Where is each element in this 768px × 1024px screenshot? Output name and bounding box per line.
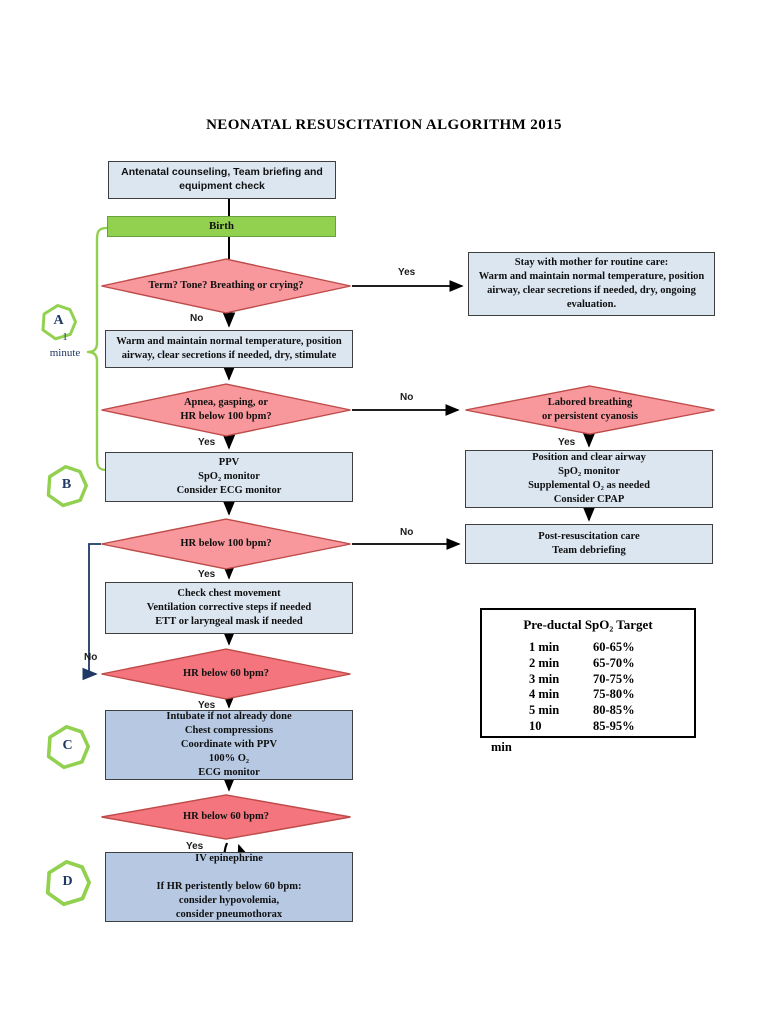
edge-label-term-no: No	[190, 313, 204, 324]
decision-hr-below-60-second: HR below 60 bpm?	[100, 794, 352, 840]
spo2-overflow-min-label: min	[491, 740, 512, 754]
decision-hr-below-100: HR below 100 bpm?	[100, 518, 352, 570]
step-marker-d: D	[44, 860, 91, 907]
node-birth: Birth	[107, 216, 336, 237]
node-antenatal-counseling: Antenatal counseling, Team briefing and …	[108, 161, 336, 199]
node-warm-maintain: Warm and maintain normal temperature, po…	[105, 330, 353, 368]
decision-labored-breathing: Labored breathing or persistent cyanosis	[464, 385, 716, 435]
node-post-resuscitation: Post-resuscitation care Team debriefing	[465, 524, 713, 564]
spo2-row: 5 min 80-85%	[529, 703, 635, 718]
edge-label-apnea-yes: Yes	[198, 437, 216, 448]
spo2-row: 10 85-95%	[529, 718, 635, 733]
edge-label-hr100-no: No	[400, 527, 414, 538]
one-minute-label: 1 minute	[49, 331, 81, 359]
node-position-clear-airway: Position and clear airway SpO₂ monitor S…	[465, 450, 713, 508]
node-intubate-compressions: Intubate if not already done Chest compr…	[105, 710, 353, 780]
edge-label-apnea-no: No	[400, 392, 414, 403]
spo2-row: 3 min 70-75%	[529, 671, 635, 686]
node-stay-with-mother: Stay with mother for routine care: Warm …	[468, 252, 715, 316]
edge-label-hr60-yes: Yes	[198, 700, 216, 711]
node-check-chest-movement: Check chest movement Ventilation correct…	[105, 582, 353, 634]
spo2-row: 1 min 60-65%	[529, 640, 635, 654]
spo2-target-table: Pre-ductal SpO₂ Target 1 min 60-65% 2 mi…	[480, 608, 696, 738]
spo2-row: 2 min 65-70%	[529, 655, 635, 670]
edge-label-hr60b-yes: Yes	[186, 841, 204, 852]
page-title: NEONATAL RESUSCITATION ALGORITHM 2015	[206, 117, 562, 133]
node-ppv: PPV SpO₂ monitor Consider ECG monitor	[105, 452, 353, 502]
step-marker-a: A	[40, 304, 77, 341]
edge-label-hr100-yes: Yes	[198, 569, 216, 580]
edge-label-term-yes: Yes	[398, 267, 416, 278]
edge-label-labored-yes: Yes	[558, 437, 576, 448]
decision-apnea-gasping: Apnea, gasping, or HR below 100 bpm?	[100, 383, 352, 437]
decision-hr-below-60-first: HR below 60 bpm?	[100, 648, 352, 700]
node-iv-epinephrine: IV epinephrine If HR peristently below 6…	[105, 852, 353, 922]
decision-term-tone: Term? Tone? Breathing or crying?	[100, 258, 352, 314]
spo2-table-title: Pre-ductal SpO₂ Target	[523, 617, 653, 632]
edge-label-hr60-no: No	[84, 652, 98, 663]
step-marker-b: B	[45, 465, 88, 508]
step-marker-c: C	[45, 725, 90, 770]
spo2-row: 4 min 75-80%	[529, 687, 635, 702]
